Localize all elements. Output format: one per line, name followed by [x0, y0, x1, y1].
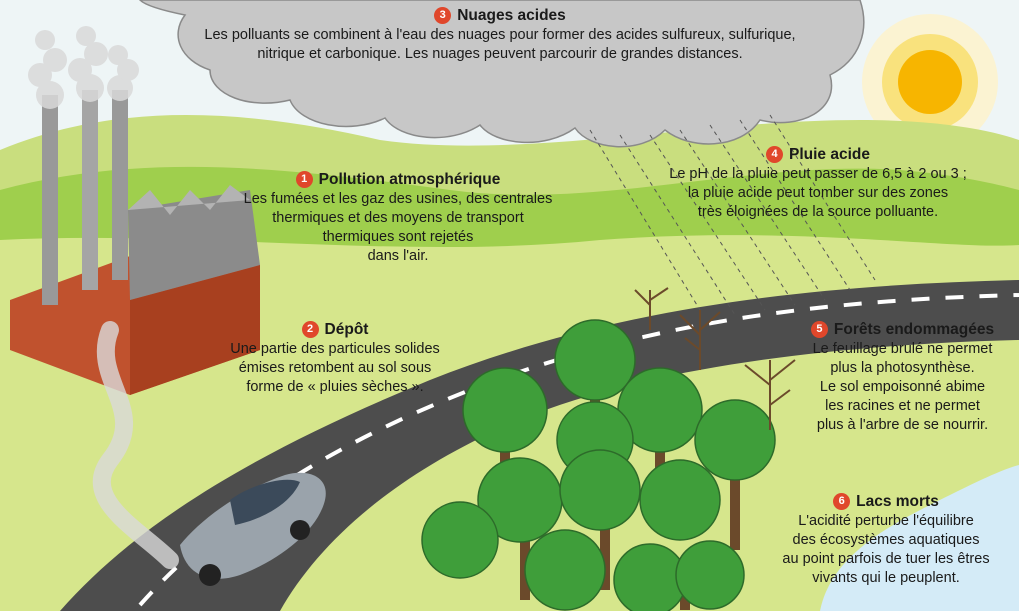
- callout-acid-rain: 4 Pluie acide Le pH de la pluie peut pas…: [648, 145, 988, 222]
- callout-line: émises retombent au sol sous: [238, 360, 432, 376]
- callout-line: Le feuillage brulé ne permet: [812, 341, 993, 357]
- callout-acid-clouds: 3 Nuages acides Les polluants se combine…: [150, 6, 850, 64]
- callout-title: Lacs morts: [856, 493, 939, 510]
- callout-line: forme de « pluies sèches ».: [246, 379, 424, 395]
- callout-title: Pluie acide: [789, 146, 870, 163]
- sun-icon: [862, 14, 998, 150]
- callout-line: dans l'air.: [367, 248, 429, 264]
- callout-line: la pluie acide peut tomber sur des zones: [687, 185, 949, 201]
- callout-line: plus à l'arbre de se nourrir.: [816, 417, 989, 433]
- callout-title: Dépôt: [324, 321, 369, 338]
- car: [180, 472, 326, 586]
- callout-line: Les fumées et les gaz des usines, des ce…: [243, 191, 553, 207]
- callout-line: thermiques et des moyens de transport: [272, 210, 524, 226]
- callout-line: des écosystèmes aquatiques: [792, 532, 980, 548]
- callout-line: Une partie des particules solides: [230, 341, 440, 357]
- step-5-badge: 5: [810, 321, 828, 338]
- callout-dead-lakes: 6 Lacs morts L'acidité perturbe l'équili…: [760, 492, 1012, 588]
- callout-line: Le pH de la pluie peut passer de 6,5 à 2…: [669, 166, 967, 182]
- callout-line: au point parfois de tuer les êtres: [782, 551, 990, 567]
- callout-title: Forêts endommagées: [833, 321, 995, 338]
- acid-cloud: [138, 0, 865, 148]
- factory: [10, 26, 260, 395]
- step-3-badge: 3: [434, 7, 452, 24]
- callout-line: les racines et ne permet: [825, 398, 980, 414]
- callout-damaged-forests: 5 Forêts endommagées Le feuillage brulé …: [790, 320, 1015, 435]
- callout-title: Pollution atmosphérique: [318, 171, 501, 188]
- callout-line: L'acidité perturbe l'équilibre: [798, 513, 974, 529]
- callout-title: Nuages acides: [457, 7, 566, 24]
- callout-line: nitrique et carbonique. Les nuages peuve…: [257, 46, 743, 62]
- callout-line: Les polluants se combinent à l'eau des n…: [204, 27, 796, 43]
- lake: [820, 465, 1019, 611]
- step-1-badge: 1: [295, 171, 313, 188]
- callout-line: vivants qui le peuplent.: [812, 570, 960, 586]
- step-2-badge: 2: [301, 321, 319, 338]
- callout-deposition: 2 Dépôt Une partie des particules solide…: [205, 320, 465, 397]
- callout-air-pollution: 1 Pollution atmosphérique Les fumées et …: [222, 170, 574, 266]
- callout-line: plus la photosynthèse.: [830, 360, 975, 376]
- step-6-badge: 6: [833, 493, 851, 510]
- acid-rain: [589, 114, 876, 316]
- smoke-trail: [93, 321, 179, 569]
- callout-line: Le sol empoisonné abime: [819, 379, 986, 395]
- callout-line: thermiques sont rejetés: [322, 229, 474, 245]
- forest: [421, 287, 796, 611]
- callout-line: très éloignées de la source polluante.: [697, 204, 939, 220]
- step-4-badge: 4: [766, 146, 783, 163]
